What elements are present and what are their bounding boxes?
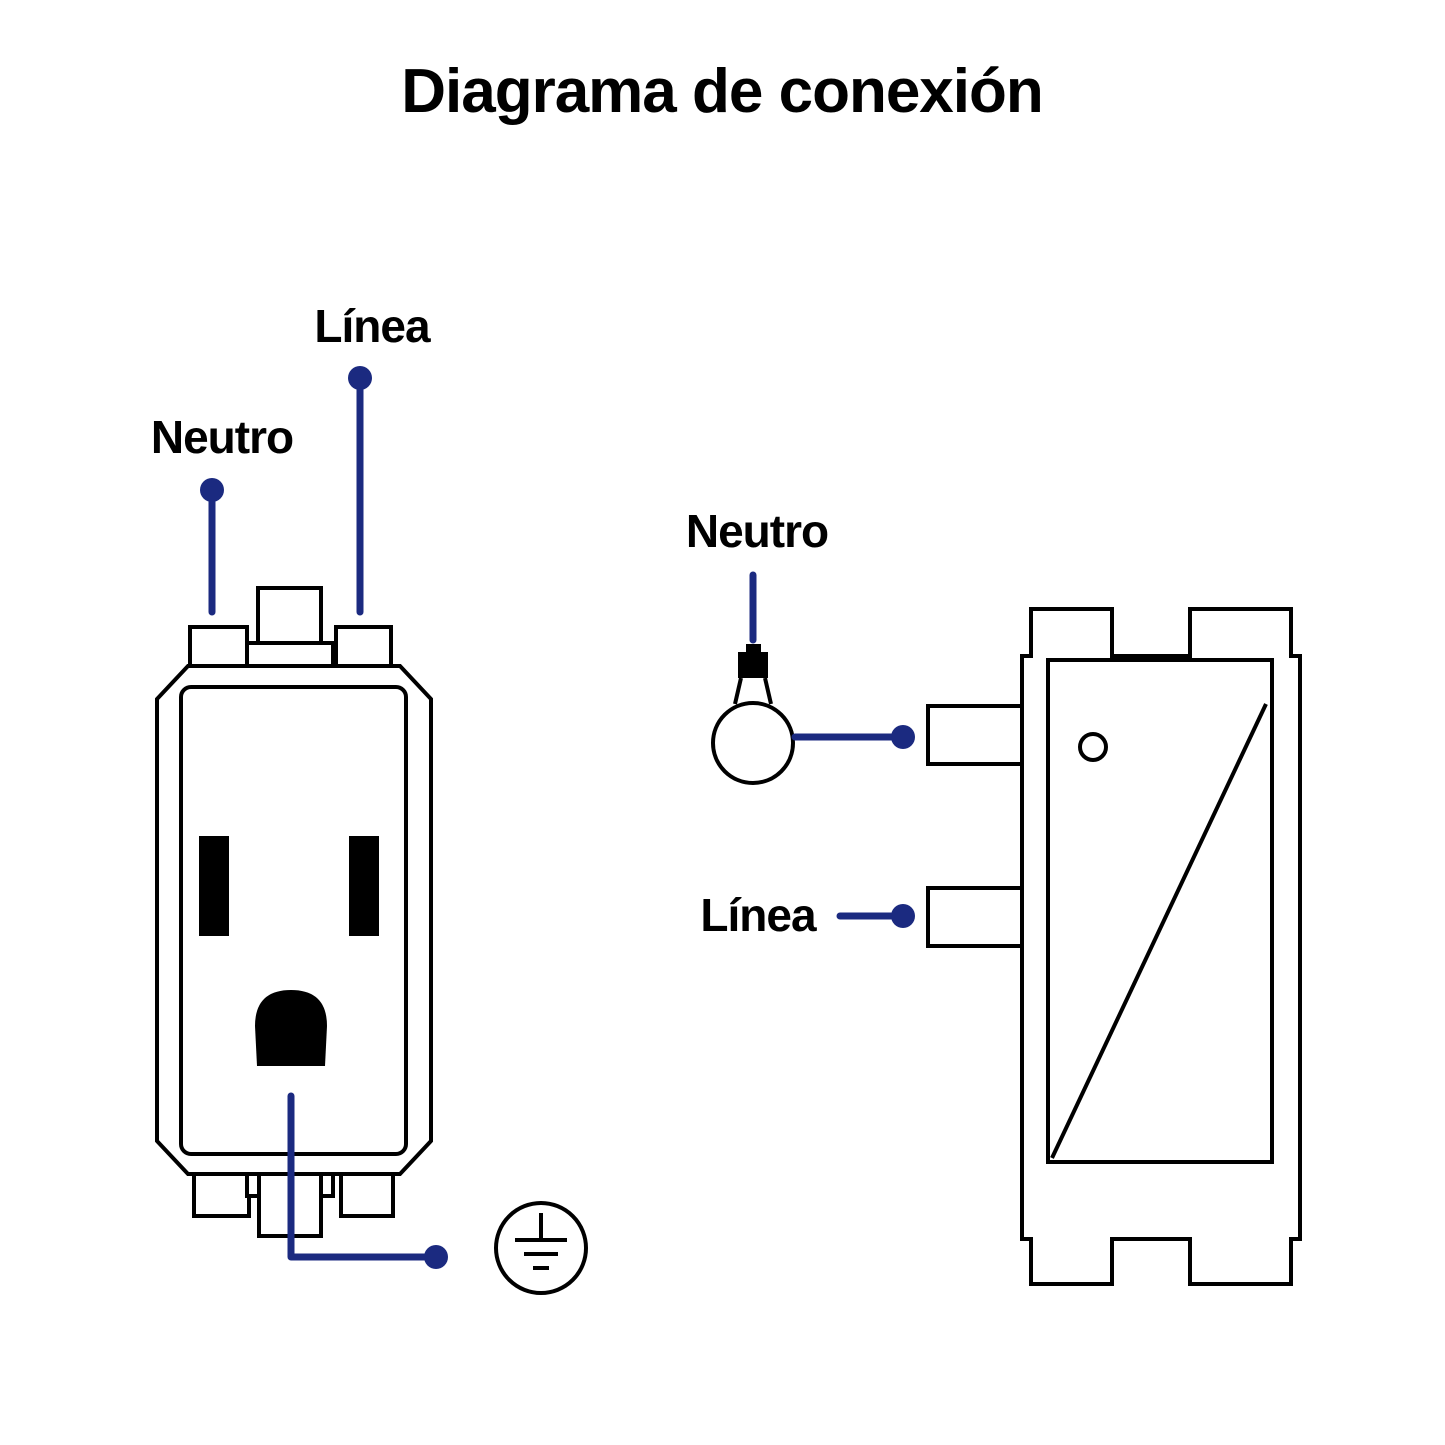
linea-wire-dot-right	[891, 904, 915, 928]
switch-indicator-dot	[1078, 732, 1108, 762]
ground-icon	[494, 1201, 588, 1295]
outlet-top-center-flange	[244, 641, 335, 668]
switch-rocker-diagonal	[1050, 703, 1268, 1159]
outlet-body	[155, 586, 433, 1238]
outlet-neutro-label: Neutro	[151, 411, 293, 463]
switch-rocker	[1046, 658, 1274, 1164]
outlet-top-right-tab	[334, 625, 393, 669]
switch-upper-terminal	[926, 704, 1024, 766]
outlet-ground-hole	[255, 990, 327, 1066]
outlet-wiring: Línea Neutro	[151, 300, 432, 616]
outlet-top-left-tab	[188, 625, 249, 669]
ground-wire-line	[287, 1092, 440, 1261]
switch-neutro-label: Neutro	[686, 505, 828, 557]
switch-linea-label: Línea	[700, 889, 817, 941]
bulb-wire-dot	[891, 725, 915, 749]
ground-icon-circle	[494, 1201, 588, 1295]
diagram-title: Diagrama de conexión	[401, 57, 1043, 126]
ground-wire-dot	[424, 1245, 448, 1269]
ground-wire	[287, 1092, 448, 1269]
switch-figure: Neutro Línea	[686, 505, 1302, 1286]
outlet-bottom-left-tab	[192, 1172, 251, 1218]
switch-lower-terminal	[926, 886, 1024, 948]
outlet-figure: Línea Neutro	[151, 300, 588, 1295]
light-bulb-icon	[711, 644, 795, 785]
outlet-slot-right	[349, 836, 379, 936]
outlet-bottom-right-tab	[339, 1172, 395, 1218]
outlet-slot-left	[199, 836, 229, 936]
outlet-linea-label: Línea	[314, 300, 431, 352]
